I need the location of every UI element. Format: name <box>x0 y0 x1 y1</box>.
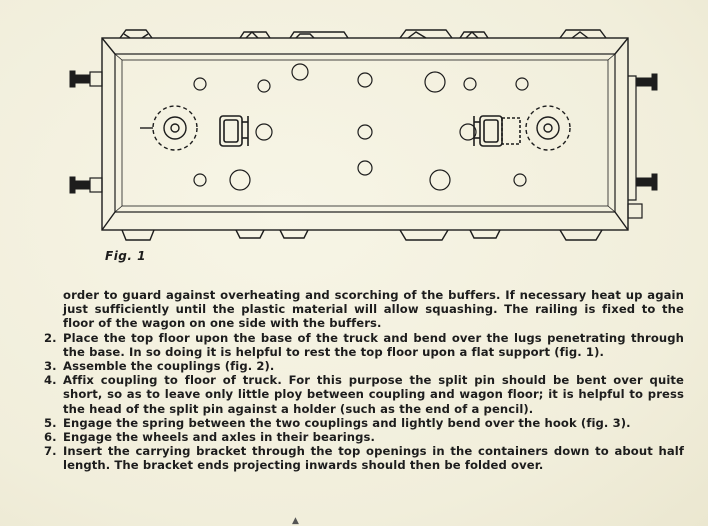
left-wheel-bearing <box>140 105 198 151</box>
bottom-lugs <box>121 229 603 241</box>
step-number: 5. <box>44 415 57 430</box>
wagon-frame <box>101 37 629 231</box>
left-buffers <box>89 71 103 193</box>
figure-caption: Fig. 1 <box>105 249 146 263</box>
step-text: Engage the spring between the two coupli… <box>63 415 631 430</box>
step-text: Insert the carrying bracket through the … <box>63 444 684 473</box>
step-text: Affix coupling to floor of truck. For th… <box>63 373 684 416</box>
step-number: 4. <box>44 373 57 388</box>
step-item: 4. Affix coupling to floor of truck. For… <box>44 373 684 416</box>
fold-mark: ▲ <box>292 516 299 526</box>
step-number: 6. <box>44 430 57 445</box>
intro-paragraph: order to guard against overheating and s… <box>63 288 684 331</box>
buffer-left-top <box>73 74 91 84</box>
step-item: 5. Engage the spring between the two cou… <box>44 416 684 430</box>
step-text: Place the top floor upon the base of the… <box>63 330 684 359</box>
wagon-diagram <box>69 29 658 241</box>
buffer-right-bottom <box>635 177 653 187</box>
buffer-left-bottom <box>73 180 91 190</box>
left-coupling <box>219 115 249 147</box>
top-lugs <box>119 29 607 39</box>
step-number: 7. <box>44 444 57 459</box>
step-item: 7. Insert the carrying bracket through t… <box>44 444 684 472</box>
step-item: 6. Engage the wheels and axles in their … <box>44 430 684 444</box>
step-number: 3. <box>44 359 57 374</box>
step-number: 2. <box>44 330 57 345</box>
right-wheel-bearing <box>525 105 571 151</box>
wagon-top-floor <box>114 53 616 213</box>
buffer-right-top <box>635 77 653 87</box>
step-item: 3. Assemble the couplings (fig. 2). <box>44 359 684 373</box>
right-coupling <box>473 115 521 147</box>
step-list: 2. Place the top floor upon the base of … <box>44 331 684 473</box>
floor-holes <box>193 63 529 191</box>
step-item: 2. Place the top floor upon the base of … <box>44 331 684 359</box>
step-text: Assemble the couplings (fig. 2). <box>63 359 275 374</box>
step-text: Engage the wheels and axles in their bea… <box>63 430 376 445</box>
instructions: order to guard against overheating and s… <box>44 288 684 473</box>
